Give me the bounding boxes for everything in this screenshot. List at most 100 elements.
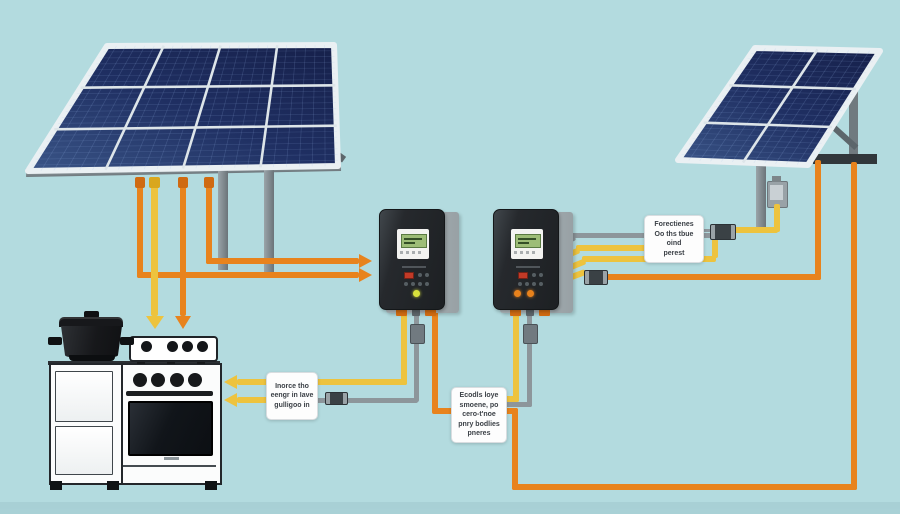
oven-logo-chip xyxy=(164,457,179,460)
wire-arrowhead-down xyxy=(146,316,164,329)
inline-connector xyxy=(325,392,348,405)
charge-controller-2 xyxy=(493,209,559,310)
pv-wire-horizontal xyxy=(206,258,359,264)
wire-stub xyxy=(425,305,436,316)
status-led xyxy=(527,290,534,297)
wire-arrowhead-left xyxy=(224,375,237,389)
note-stove: Inorce tho eengr in Iave gulligoo in xyxy=(266,372,318,420)
controller-button xyxy=(425,273,429,277)
pv-wire-horizontal xyxy=(137,272,359,278)
wire-stub xyxy=(539,305,550,316)
pot-handle xyxy=(120,337,134,345)
wire-stub xyxy=(412,305,420,316)
pv-wire-to-stove xyxy=(180,177,186,316)
junction-box-cap xyxy=(772,176,781,182)
stove-yellow-run xyxy=(237,397,270,403)
stove-foot xyxy=(107,481,119,490)
rightpv-orange-run xyxy=(600,274,821,280)
right-array-pole xyxy=(756,165,766,233)
controller2-gray-down xyxy=(527,307,532,407)
connector-yellow-drop xyxy=(712,236,718,258)
stove-foot xyxy=(205,481,217,490)
c2-gray-run xyxy=(570,233,712,238)
left-array-leg xyxy=(264,170,274,273)
loop-orange-drop xyxy=(512,408,518,490)
wire-stub xyxy=(526,305,534,316)
controller1-readout xyxy=(404,272,414,279)
rightpv-orange-riser xyxy=(815,160,821,280)
cabinet-drawer xyxy=(55,426,113,475)
wire-stub xyxy=(510,305,521,316)
lcd-text-line xyxy=(518,242,529,244)
oven-window xyxy=(128,401,213,456)
left-array-rail xyxy=(25,161,342,178)
wire-stub xyxy=(396,305,407,316)
status-led xyxy=(514,290,521,297)
pv-wire-vertical xyxy=(137,177,143,278)
junctionbox-yellow-run xyxy=(731,227,778,233)
left-array-leg xyxy=(218,170,228,270)
pot-lid xyxy=(59,317,123,327)
oven-handle xyxy=(126,391,213,396)
cooktop-knob xyxy=(182,341,193,352)
left-array-bracket xyxy=(308,154,338,163)
controller2-yellow-down xyxy=(513,307,519,402)
oven-knob xyxy=(151,373,165,387)
controller-button xyxy=(418,282,422,286)
controller-button xyxy=(539,273,543,277)
inline-connector xyxy=(710,224,736,240)
right-array-bracket xyxy=(813,154,877,164)
note-controller: Ecodls loye smoene, po cero-t'noe pnry b… xyxy=(451,387,507,443)
loop-orange-bottom xyxy=(512,484,857,490)
drawer-line xyxy=(123,465,216,467)
pot-body xyxy=(61,326,122,357)
pv-wire-cap xyxy=(135,177,145,188)
note-right-panel: Forectienes Oo ths tbue oind perest xyxy=(644,215,704,263)
oven-knob xyxy=(133,373,147,387)
pv-wire-cap xyxy=(178,177,188,188)
controller1-yellow-down xyxy=(401,307,407,385)
controller1-gray-down xyxy=(414,307,419,402)
cooktop-knob xyxy=(167,341,178,352)
controller-button xyxy=(518,282,522,286)
pv-wire-to-stove xyxy=(151,177,158,316)
lcd-text-line xyxy=(404,242,415,244)
lcd-text-line xyxy=(404,238,422,240)
pv-wire-cap xyxy=(149,177,160,188)
cable-connector xyxy=(523,324,538,344)
cable-connector xyxy=(410,324,425,344)
controller1-yellow-run xyxy=(237,379,407,385)
junctionbox-yellow-down xyxy=(774,204,780,232)
oven-knob xyxy=(170,373,184,387)
controller2-readout xyxy=(518,272,528,279)
controller1-lcd-screen xyxy=(401,234,427,248)
controller-button xyxy=(532,282,536,286)
wire-arrowhead-right xyxy=(359,268,372,282)
wire-arrowhead-down xyxy=(175,316,191,329)
inline-connector xyxy=(584,270,608,285)
loop-orange-down xyxy=(432,307,438,411)
controller-button xyxy=(411,282,415,286)
junction-box-face xyxy=(770,185,783,200)
c2-yellow-run xyxy=(576,245,704,251)
pv-wire-vertical xyxy=(206,177,212,264)
controller-button xyxy=(532,273,536,277)
status-led xyxy=(413,290,420,297)
cabinet-drawer xyxy=(55,371,113,422)
pot-base xyxy=(69,355,115,361)
controller2-lcd-screen xyxy=(515,234,541,248)
cooktop-knob xyxy=(141,341,152,352)
controller-button xyxy=(404,282,408,286)
pv-wire-cap xyxy=(204,177,214,188)
loop-orange-riser xyxy=(851,162,857,490)
wire-arrowhead-right xyxy=(359,254,372,268)
brand-line xyxy=(402,266,426,268)
oven-knob xyxy=(188,373,202,387)
brand-line xyxy=(516,266,540,268)
wire-arrowhead-left xyxy=(224,393,237,407)
display-buttons xyxy=(400,251,424,254)
note-link-line xyxy=(701,229,713,232)
pot-lid-knob xyxy=(84,311,99,318)
controller-button xyxy=(425,282,429,286)
